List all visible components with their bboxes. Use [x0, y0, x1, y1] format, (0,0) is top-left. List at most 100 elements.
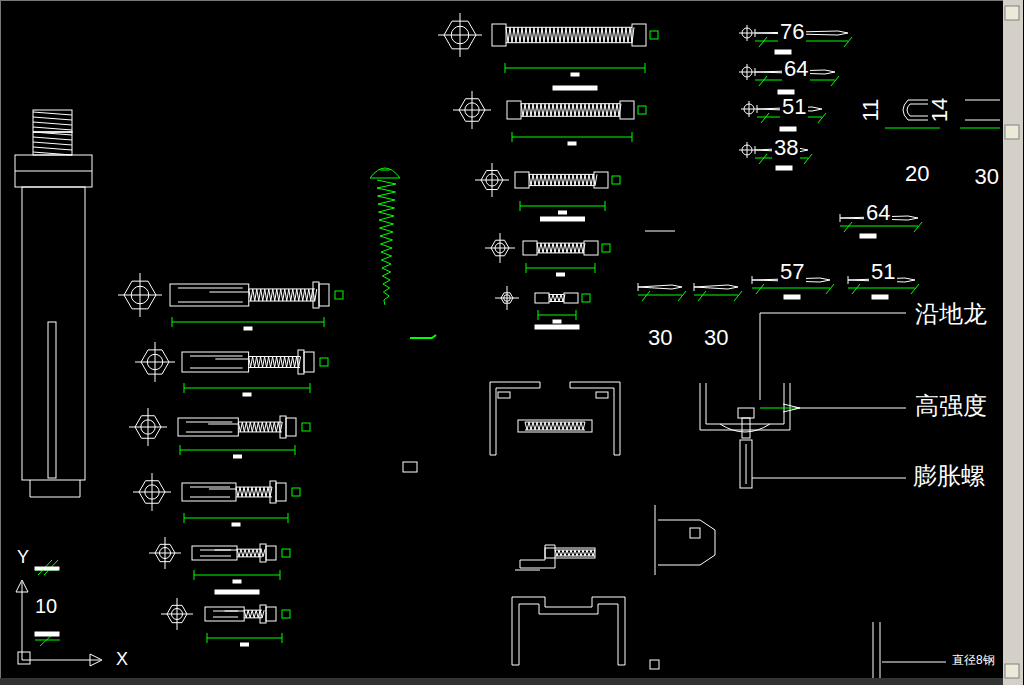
drawing-line	[605, 201, 606, 211]
drawing-line	[818, 113, 826, 123]
drawing-rect	[260, 544, 266, 562]
axis-label: X	[114, 650, 130, 670]
drawing-line	[15, 171, 92, 172]
drawing-line	[826, 284, 834, 294]
drawing-line	[632, 132, 633, 142]
drawing-line	[882, 662, 946, 663]
drawing-line	[521, 116, 620, 117]
drawing-line	[244, 610, 262, 611]
drawing-line	[734, 291, 742, 301]
drawing-rect	[690, 528, 700, 538]
drawing-path	[512, 597, 625, 665]
axis-label: Y	[15, 548, 31, 568]
drawing-line	[288, 513, 289, 523]
drawing-line	[520, 201, 521, 211]
drawing-line	[694, 295, 738, 296]
drawing-line	[761, 113, 769, 123]
drawing-rect	[784, 295, 800, 299]
drawing-line	[749, 101, 750, 117]
drawing-rect	[553, 320, 561, 323]
drawing-path	[720, 424, 770, 432]
drawing-path	[490, 382, 540, 455]
drawing-rect	[515, 172, 529, 188]
drawing-line	[213, 617, 238, 618]
drawing-line	[795, 408, 906, 409]
drawing-line	[848, 288, 915, 289]
drawing-line	[472, 91, 473, 129]
drawing-rect	[35, 632, 59, 636]
drawing-rect	[302, 423, 310, 431]
drawing-rect	[244, 327, 252, 330]
drawing-line	[180, 450, 295, 451]
drawing-path	[638, 283, 682, 291]
drawing-line	[831, 76, 839, 86]
status-bar	[0, 678, 1003, 685]
drawing-rect	[313, 282, 319, 308]
drawing-line	[505, 68, 645, 69]
drawing-line	[756, 284, 764, 294]
drawing-line	[520, 206, 605, 207]
drawing-rect	[304, 352, 314, 372]
drawing-line	[184, 518, 288, 519]
drawing-line	[492, 163, 493, 197]
drawing-rect	[564, 293, 578, 303]
drawing-line	[249, 356, 300, 357]
drawing-line	[759, 76, 767, 86]
drawing-rect	[1005, 125, 1019, 139]
drawing-rect	[582, 294, 590, 302]
drawing-rect	[319, 284, 329, 306]
drawing-rect	[15, 155, 92, 187]
drawing-line	[525, 422, 585, 423]
drawing-rect	[568, 142, 576, 145]
drawing-rect	[1005, 6, 1019, 20]
drawing-line	[178, 302, 243, 303]
drawing-line	[190, 356, 243, 357]
drawing-rect	[632, 24, 646, 46]
dimension-number: 11	[859, 97, 883, 124]
drawing-line	[238, 431, 282, 432]
drawing-line	[33, 122, 72, 125]
drawing-line	[760, 408, 800, 409]
drawing-line	[33, 112, 72, 115]
drawing-line	[282, 633, 283, 643]
drawing-line	[33, 147, 72, 150]
drawing-line	[249, 301, 315, 302]
drawing-line	[165, 537, 166, 569]
drawing-rect	[535, 293, 549, 303]
drawing-rect	[33, 110, 72, 155]
drawing-rect	[178, 418, 238, 436]
drawing-line	[244, 617, 262, 618]
drawing-line	[759, 37, 767, 47]
drawing-rect	[492, 24, 506, 46]
dimension-number: 30	[702, 326, 730, 350]
drawing-line	[33, 127, 72, 130]
drawing-line	[965, 120, 1000, 121]
drawing-line	[678, 291, 686, 301]
drawing-line	[178, 288, 243, 289]
drawing-line	[215, 550, 238, 551]
drawing-rect	[205, 607, 244, 621]
drawing-path	[236, 487, 272, 497]
drawing-line	[880, 622, 881, 678]
drawing-rect	[518, 420, 592, 432]
drawing-line	[555, 550, 595, 551]
drawing-line	[538, 310, 539, 320]
drawing-line	[190, 487, 230, 488]
drawing-rect	[507, 101, 521, 119]
drawing-rect	[48, 322, 56, 478]
drawing-line	[152, 473, 153, 511]
drawing-line	[324, 317, 325, 327]
drawing-line	[33, 132, 72, 135]
drawing-path	[555, 550, 595, 556]
drawing-path	[700, 383, 790, 430]
drawing-line	[200, 556, 231, 557]
callout-label: 直径8钢	[950, 654, 997, 667]
drawing-line	[747, 64, 748, 80]
drawing-rect	[740, 440, 752, 488]
drawing-line	[576, 310, 577, 320]
dimension-number: 64	[782, 57, 810, 81]
drawing-line	[148, 408, 149, 446]
drawing-line	[760, 313, 761, 400]
drawing-line	[873, 622, 874, 678]
